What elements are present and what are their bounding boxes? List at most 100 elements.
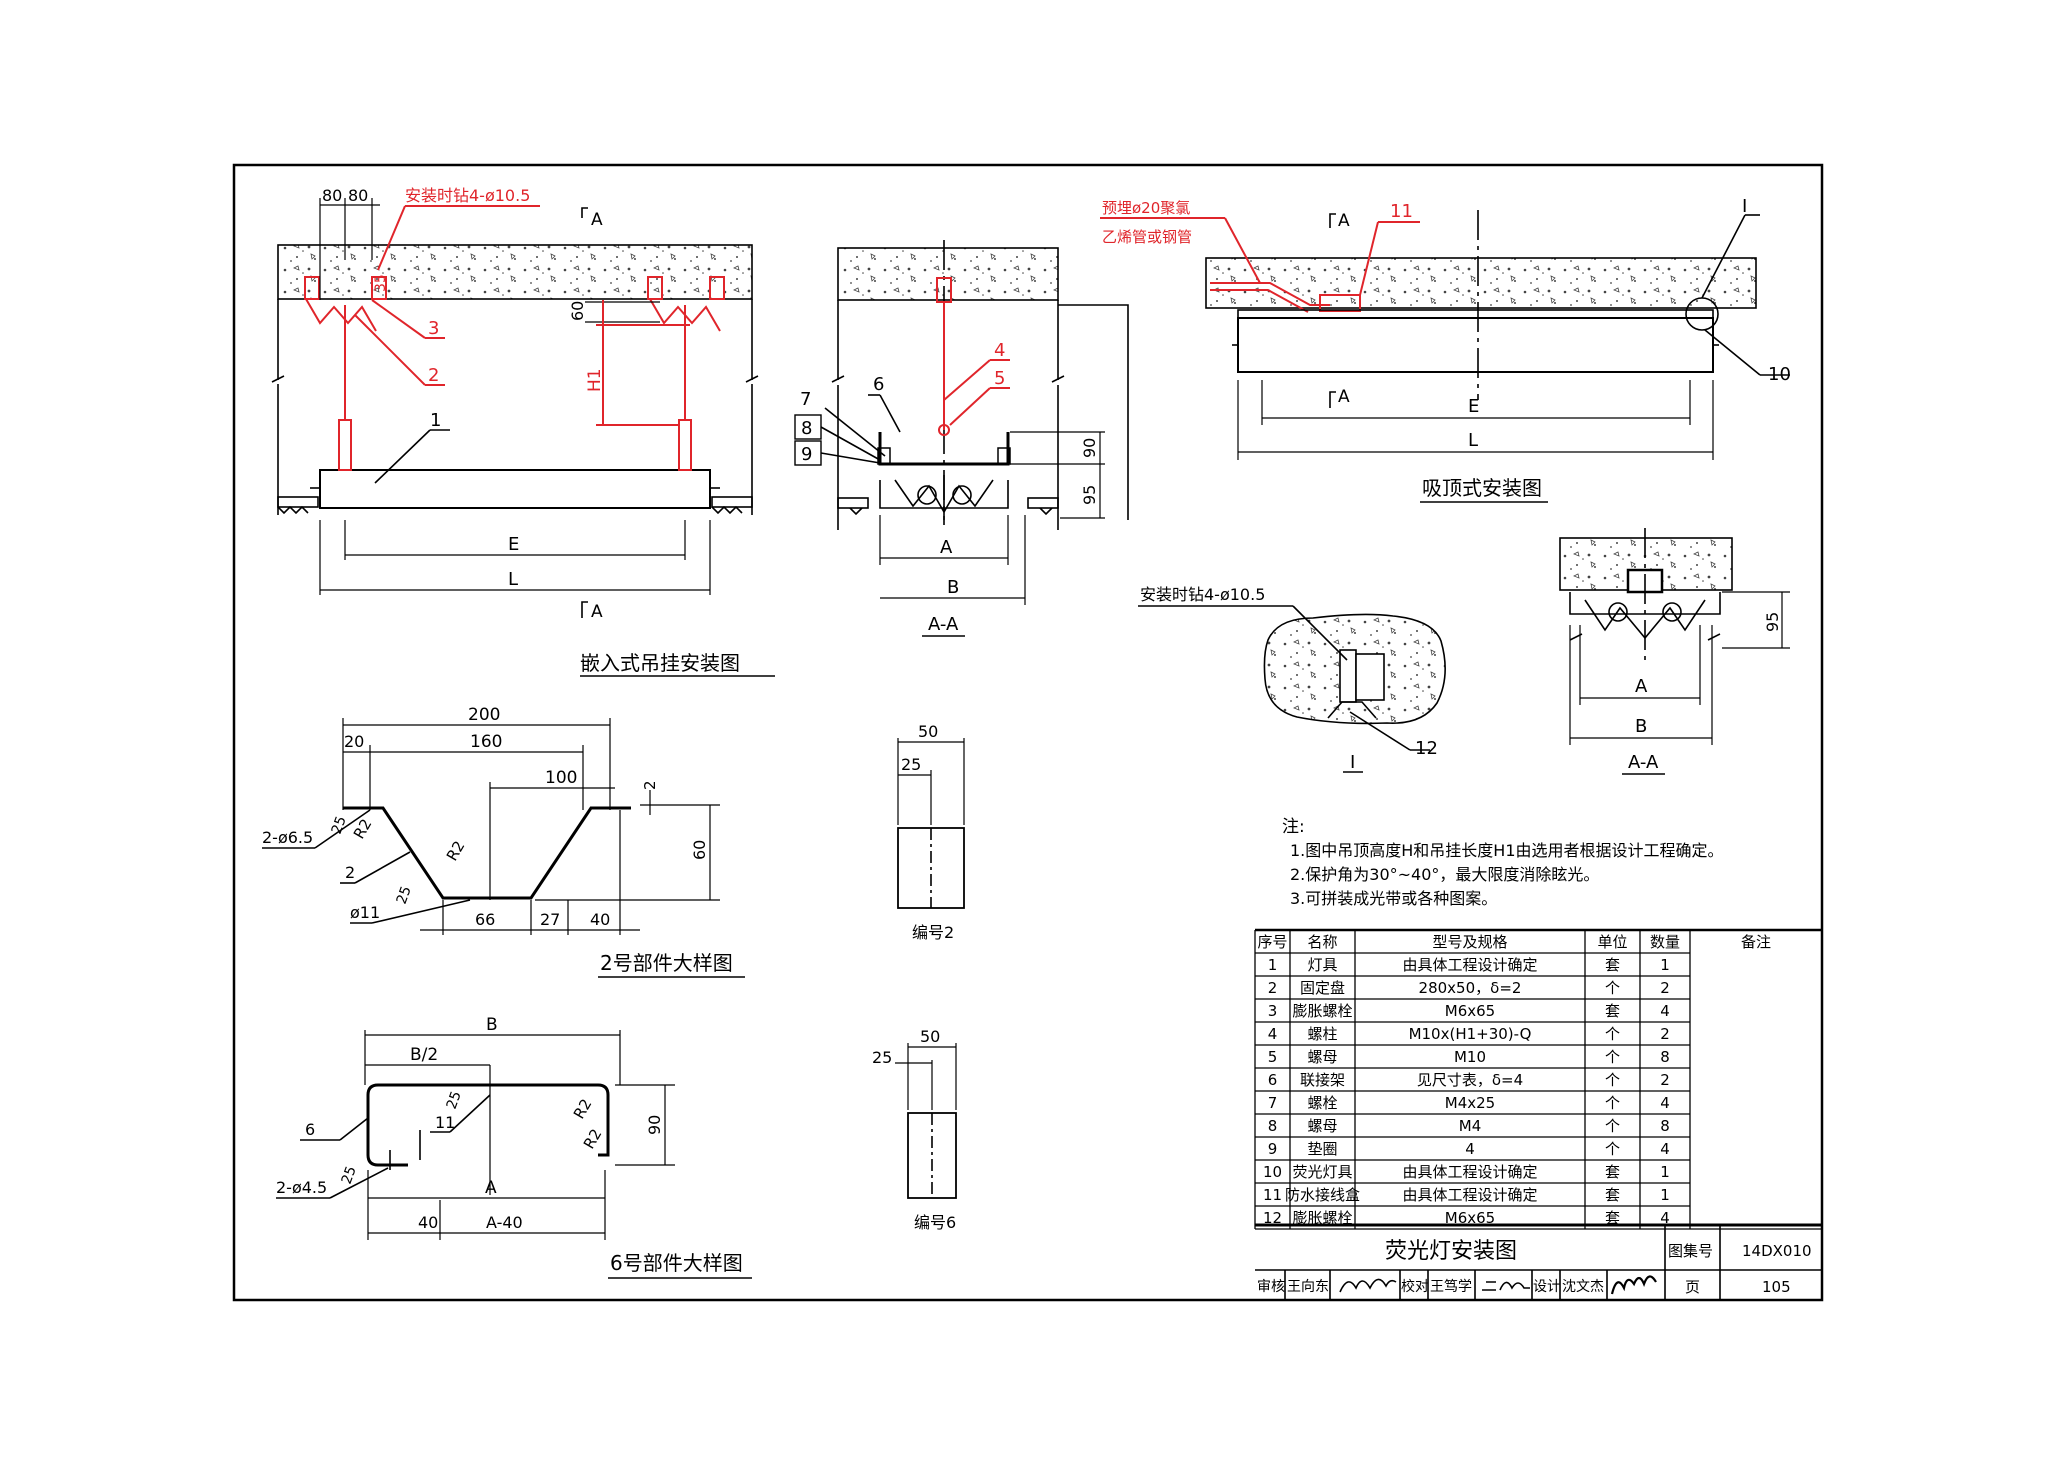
p6-dim-40: 40	[418, 1213, 438, 1232]
dim-l: L	[508, 569, 518, 590]
p6-callout-11: 11	[435, 1113, 455, 1132]
sheet-border	[232, 163, 1824, 1302]
p2-r2-mid: R2	[443, 838, 469, 864]
table-cell: 1	[1660, 956, 1670, 974]
p2-dim-25-bottom: 25	[394, 884, 415, 906]
table-cell: 个	[1605, 1025, 1620, 1043]
p6-holes-label: 2-ø4.5	[276, 1178, 327, 1197]
table-cell: 螺母	[1307, 1048, 1337, 1066]
table-header-cell: 名称	[1307, 933, 1337, 951]
callout-6: 6	[873, 374, 884, 395]
no2-dim-25: 25	[901, 755, 921, 774]
table-cell: 8	[1660, 1117, 1670, 1135]
section-mark-bottom: A	[591, 602, 603, 622]
reviewer-signature	[1339, 1278, 1397, 1293]
p2-hole11-label: ø11	[350, 903, 380, 922]
dim-e: E	[508, 534, 519, 555]
p2-dim-25-top: 25	[329, 814, 350, 836]
aa-dim-b: B	[947, 577, 959, 598]
no2-sketch: 50 25 编号2	[897, 722, 965, 942]
table-cell: 1	[1660, 1163, 1670, 1181]
table-cell: M6x65	[1445, 1002, 1495, 1020]
atlas-label: 图集号	[1668, 1242, 1713, 1260]
embedded-suspension-view: 80 80 安装时钻4-ø10.5 35 A A 60 H1 3 2 1 E	[271, 186, 775, 677]
table-cell: 12	[1263, 1209, 1282, 1227]
table-cell: 螺栓	[1307, 1094, 1337, 1112]
dim-35: 35	[373, 274, 389, 292]
table-cell: 个	[1605, 1140, 1620, 1158]
table-cell: 个	[1605, 979, 1620, 997]
table-cell: 280x50，δ=2	[1419, 979, 1522, 997]
p2-dim-200: 200	[468, 705, 500, 725]
table-cell: 灯具	[1307, 956, 1337, 974]
table-cell: 套	[1605, 956, 1620, 974]
p2-dim-60: 60	[690, 840, 709, 860]
aa2-dim-95: 95	[1763, 612, 1782, 632]
table-header-cell: 单位	[1597, 933, 1627, 951]
table-cell: 个	[1605, 1094, 1620, 1112]
table-cell: 套	[1605, 1209, 1620, 1227]
table-cell: 螺母	[1307, 1117, 1337, 1135]
p6-dim-a: A	[485, 1178, 497, 1198]
dim-80-left: 80	[322, 186, 342, 205]
design-label: 设计	[1533, 1279, 1561, 1295]
table-cell: 2	[1660, 1071, 1670, 1089]
detail-i-label: I	[1350, 752, 1355, 773]
no6-dim-50: 50	[920, 1027, 940, 1046]
table-cell: 3	[1268, 1002, 1278, 1020]
table-header-cell: 序号	[1257, 933, 1287, 951]
table-cell: 4	[1465, 1140, 1475, 1158]
surface-section-mark-bottom: A	[1338, 387, 1350, 407]
callout-11: 11	[1390, 201, 1413, 222]
p6-part-label: 6	[305, 1120, 315, 1139]
table-cell: 4	[1268, 1025, 1278, 1043]
designer-name: 沈文杰	[1562, 1279, 1604, 1295]
note-3: 3.可拼装成光带或各种图案。	[1290, 889, 1497, 908]
section-aa-view: 90 95 A B 4 5 6 7 8 9 A-A	[794, 240, 1129, 637]
check-label: 校对	[1401, 1278, 1429, 1295]
table-cell: 由具体工程设计确定	[1402, 956, 1537, 974]
table-cell: 8	[1660, 1048, 1670, 1066]
p2-dim-160: 160	[470, 732, 502, 752]
table-cell: M10	[1454, 1048, 1486, 1066]
table-cell: 膨胀螺栓	[1292, 1209, 1352, 1227]
table-cell: 防水接线盒	[1285, 1186, 1360, 1204]
table-cell: 螺柱	[1307, 1025, 1337, 1043]
no2-dim-50: 50	[918, 722, 938, 741]
table-cell: 套	[1605, 1002, 1620, 1020]
table-cell: 见尺寸表，δ=4	[1417, 1071, 1523, 1089]
callout-8: 8	[801, 418, 812, 439]
table-cell: 4	[1660, 1209, 1670, 1227]
section-mark-top: A	[591, 210, 603, 230]
p6-dim-b: B	[486, 1015, 498, 1035]
surface-mount-view: I 10 11 预埋ø20聚氯 乙烯管或钢管 A A E L 吸顶式安装图	[1100, 196, 1791, 503]
aa-dim-95: 95	[1080, 485, 1099, 505]
table-cell: 6	[1268, 1071, 1278, 1089]
surface-dim-l: L	[1468, 430, 1478, 451]
p6-dim-25-bottom: 25	[339, 1164, 360, 1186]
p6-dim-25-top: 25	[444, 1089, 465, 1111]
table-header-cell: 数量	[1650, 933, 1680, 951]
surface-section-mark-top: A	[1338, 211, 1350, 231]
table-cell: 套	[1605, 1186, 1620, 1204]
p2-dim-40: 40	[590, 910, 610, 929]
table-cell: 4	[1660, 1140, 1670, 1158]
pipe-note-2: 乙烯管或钢管	[1102, 228, 1192, 246]
surface-view-title: 吸顶式安装图	[1422, 476, 1542, 500]
callout-3: 3	[428, 318, 439, 339]
page-number: 105	[1762, 1278, 1791, 1296]
note-1: 1.图中吊顶高度H和吊挂长度H1由选用者根据设计工程确定。	[1290, 841, 1724, 860]
callout-1: 1	[430, 410, 441, 431]
p2-dim-2: 2	[641, 780, 659, 790]
no6-title: 编号6	[914, 1213, 956, 1232]
notes-heading: 注:	[1282, 817, 1305, 837]
p6-r2-bottom: R2	[580, 1126, 606, 1152]
table-cell: 联接架	[1300, 1071, 1345, 1089]
callout-2: 2	[428, 365, 439, 386]
notes-block: 注: 1.图中吊顶高度H和吊挂长度H1由选用者根据设计工程确定。 2.保护角为3…	[1282, 817, 1724, 908]
callout-9: 9	[801, 444, 812, 465]
detail-i-view: 安装时钻4-ø10.5 12 I	[1138, 585, 1446, 773]
table-cell: 膨胀螺栓	[1292, 1002, 1352, 1020]
aa2-dim-b: B	[1635, 716, 1647, 737]
